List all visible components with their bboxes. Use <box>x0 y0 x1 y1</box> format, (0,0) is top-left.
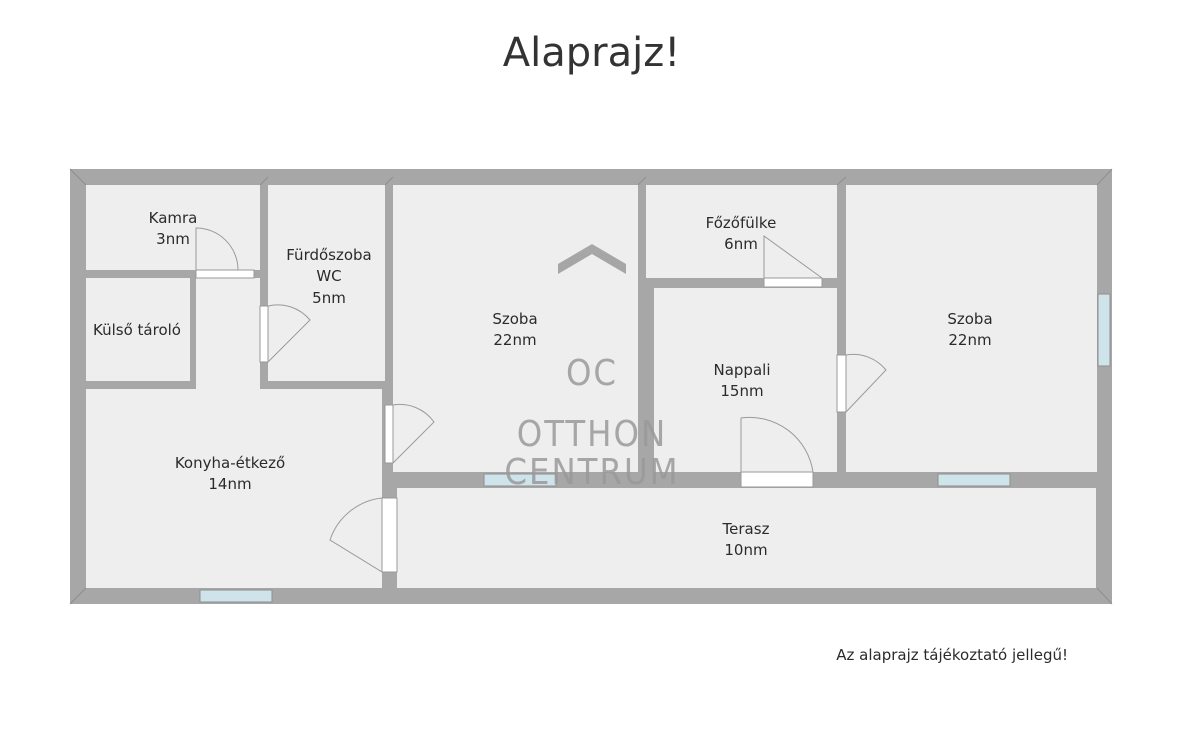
door-swing-szoba-left <box>392 403 435 464</box>
window-szoba-left <box>483 473 557 487</box>
door-nappali <box>740 471 814 488</box>
room-name2-furdoszoba: WC <box>316 267 341 285</box>
room-area-furdoszoba: 5nm <box>312 289 346 307</box>
room-name-furdoszoba: Fürdőszoba <box>286 246 372 264</box>
room-floor-nappali <box>654 288 837 472</box>
door-kamra <box>195 269 255 279</box>
room-floor-terasz <box>397 488 1096 588</box>
room-name-szoba-right: Szoba <box>947 310 992 328</box>
window-szoba-right-side <box>1097 293 1111 367</box>
door-swing-nappali <box>740 416 814 473</box>
room-floor-konyha-main <box>86 389 382 588</box>
room-floor-kulso-tarolo <box>86 278 190 381</box>
room-name-kulso-tarolo: Külső tároló <box>93 321 181 339</box>
wall-bevels <box>69 168 1113 605</box>
room-area-konyha: 14nm <box>208 475 251 493</box>
watermark-logo: OC <box>566 353 618 394</box>
room-area-kamra: 3nm <box>156 230 190 248</box>
page-title: Alaprajz! <box>502 30 681 76</box>
room-name-fozofulke: Főzőfülke <box>706 214 777 232</box>
door-szoba-left <box>384 404 394 464</box>
room-floor-kamra <box>86 185 260 270</box>
room-floor-szoba-left <box>393 185 638 472</box>
door-swing-szoba-right <box>845 353 887 413</box>
watermark: OC OTTHON CENTRUM <box>504 244 679 493</box>
door-swing-fozofulke <box>763 235 823 279</box>
room-area-szoba-left: 22nm <box>493 331 536 349</box>
room-area-fozofulke: 6nm <box>724 235 758 253</box>
disclaimer-note: Az alaprajz tájékoztató jellegű! <box>836 646 1068 664</box>
window-szoba-right <box>937 473 1011 487</box>
watermark-line2: CENTRUM <box>504 452 679 493</box>
room-name-nappali: Nappali <box>714 361 771 379</box>
room-name-terasz: Terasz <box>722 520 770 538</box>
room-floor-furdoszoba <box>268 185 385 381</box>
watermark-roof-icon <box>558 244 626 274</box>
watermark-line1: OTTHON <box>517 414 667 455</box>
room-name-szoba-left: Szoba <box>492 310 537 328</box>
room-area-terasz: 10nm <box>724 541 767 559</box>
room-name-konyha: Konyha-étkező <box>175 454 285 472</box>
door-szoba-right <box>836 354 847 413</box>
room-area-szoba-right: 22nm <box>948 331 991 349</box>
room-floor-fozofulke <box>646 185 837 278</box>
room-floor-corridor <box>196 278 260 389</box>
door-fozofulke <box>763 277 823 288</box>
door-terasz <box>381 497 398 573</box>
room-name-kamra: Kamra <box>149 209 198 227</box>
door-swing-kamra <box>195 227 239 271</box>
door-swing-terasz <box>329 497 383 573</box>
door-swing-furdoszoba <box>267 304 311 363</box>
room-floor-szoba-right <box>846 185 1097 472</box>
room-area-nappali: 15nm <box>720 382 763 400</box>
door-furdoszoba <box>259 305 269 363</box>
window-konyha <box>199 589 273 603</box>
